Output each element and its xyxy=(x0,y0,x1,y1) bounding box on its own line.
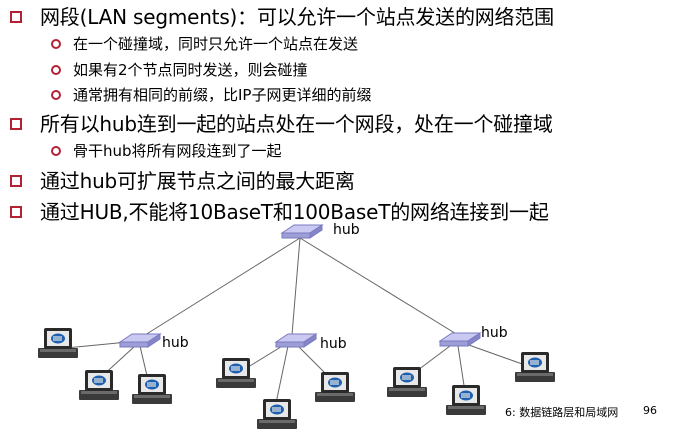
computer-icon xyxy=(79,370,119,400)
hub-icon xyxy=(439,332,481,347)
bullet-text: 所有以hub连到一起的站点处在一个网段，处在一个碰撞域 xyxy=(40,112,553,136)
hub-icon xyxy=(275,333,317,348)
bullet-text: 通过HUB,不能将10BaseT和100BaseT的网络连接到一起 xyxy=(40,200,549,224)
hub-label: hub xyxy=(320,336,347,352)
ring-bullet-icon xyxy=(51,65,61,75)
computer-icon xyxy=(38,328,78,358)
square-bullet-icon xyxy=(10,175,22,187)
computer-icon xyxy=(216,358,256,388)
ring-bullet-icon xyxy=(51,146,61,156)
computer-icon xyxy=(132,374,172,404)
sub-bullet-text: 骨干hub将所有网段连到了一起 xyxy=(73,142,282,160)
sub-bullet: 通常拥有相同的前缀，比IP子网更详细的前缀 xyxy=(51,85,372,105)
square-bullet-icon xyxy=(10,11,22,23)
sub-bullet-text: 如果有2个节点同时发送，则会碰撞 xyxy=(73,61,308,79)
square-bullet-icon xyxy=(10,206,22,218)
computer-icon xyxy=(315,372,355,402)
links xyxy=(65,237,526,409)
backbone-hub-label: hub xyxy=(333,222,360,238)
hub-icon xyxy=(119,333,161,348)
square-bullet-icon xyxy=(10,118,22,130)
bullet-4: 通过HUB,不能将10BaseT和100BaseT的网络连接到一起 xyxy=(10,199,549,225)
ring-bullet-icon xyxy=(51,39,61,49)
hub-label: hub xyxy=(481,325,508,341)
computer-icon xyxy=(515,352,555,382)
bullet-2: 所有以hub连到一起的站点处在一个网段，处在一个碰撞域 xyxy=(10,111,553,137)
backbone-hub-icon xyxy=(281,224,323,239)
sub-bullet: 如果有2个节点同时发送，则会碰撞 xyxy=(51,60,308,80)
hub-label: hub xyxy=(162,335,189,351)
sub-bullet-text: 在一个碰撞域，同时只允许一个站点在发送 xyxy=(73,35,359,53)
page-number: 96 xyxy=(643,404,657,417)
sub-bullet: 骨干hub将所有网段连到了一起 xyxy=(51,141,282,161)
computer-icon xyxy=(387,367,427,397)
bullet-text: 网段(LAN segments)：可以允许一个站点发送的网络范围 xyxy=(40,5,554,29)
ring-bullet-icon xyxy=(51,90,61,100)
sub-bullet: 在一个碰撞域，同时只允许一个站点在发送 xyxy=(51,34,359,54)
bullet-3: 通过hub可扩展节点之间的最大距离 xyxy=(10,168,355,194)
computer-icon xyxy=(257,399,297,429)
bullet-1: 网段(LAN segments)：可以允许一个站点发送的网络范围 xyxy=(10,4,554,30)
computer-icon xyxy=(446,385,486,415)
footer-chapter: 6: 数据链路层和局域网 xyxy=(505,406,619,419)
bullet-text: 通过hub可扩展节点之间的最大距离 xyxy=(40,169,355,193)
sub-bullet-text: 通常拥有相同的前缀，比IP子网更详细的前缀 xyxy=(73,86,372,104)
